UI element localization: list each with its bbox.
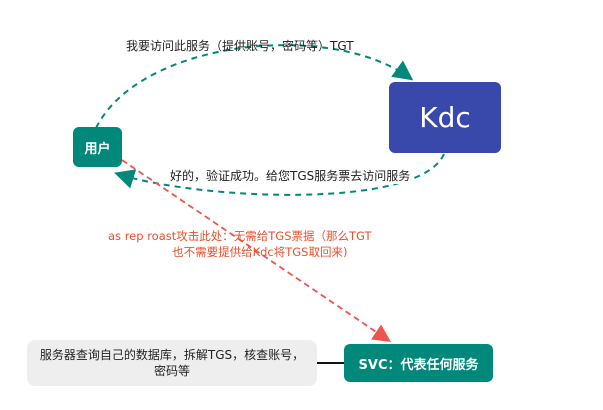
- node-svc-note[interactable]: 服务器查询自己的数据库，拆解TGS，核查账号，密码等: [27, 340, 317, 386]
- edge-user-to-kdc: [95, 44, 414, 129]
- edge-user-to-svc-attack: [121, 159, 391, 343]
- attack-annotation: as rep roast攻击此处：无需给TGS票据（那么TGT 也不需要提供给K…: [108, 228, 372, 260]
- node-kdc[interactable]: Kdc: [389, 82, 501, 153]
- node-kdc-label: Kdc: [419, 101, 471, 134]
- edge-label-kdc-to-user: 好的，验证成功。给您TGS服务票去访问服务: [170, 168, 411, 184]
- node-user[interactable]: 用户: [73, 127, 122, 167]
- node-user-label: 用户: [84, 141, 111, 157]
- edge-label-user-to-kdc: 我要访问此服务（提供账号，密码等）TGT: [126, 39, 354, 53]
- node-svc[interactable]: SVC：代表任何服务: [344, 344, 493, 382]
- node-svc-label: SVC：代表任何服务: [358, 357, 479, 373]
- attack-annotation-line1: as rep roast攻击此处：无需给TGS票据（那么TGT: [108, 229, 372, 243]
- node-svc-note-text: 服务器查询自己的数据库，拆解TGS，核查账号，密码等: [39, 348, 305, 378]
- attack-annotation-line2: 也不需要提供给Kdc将TGS取回来): [172, 245, 348, 259]
